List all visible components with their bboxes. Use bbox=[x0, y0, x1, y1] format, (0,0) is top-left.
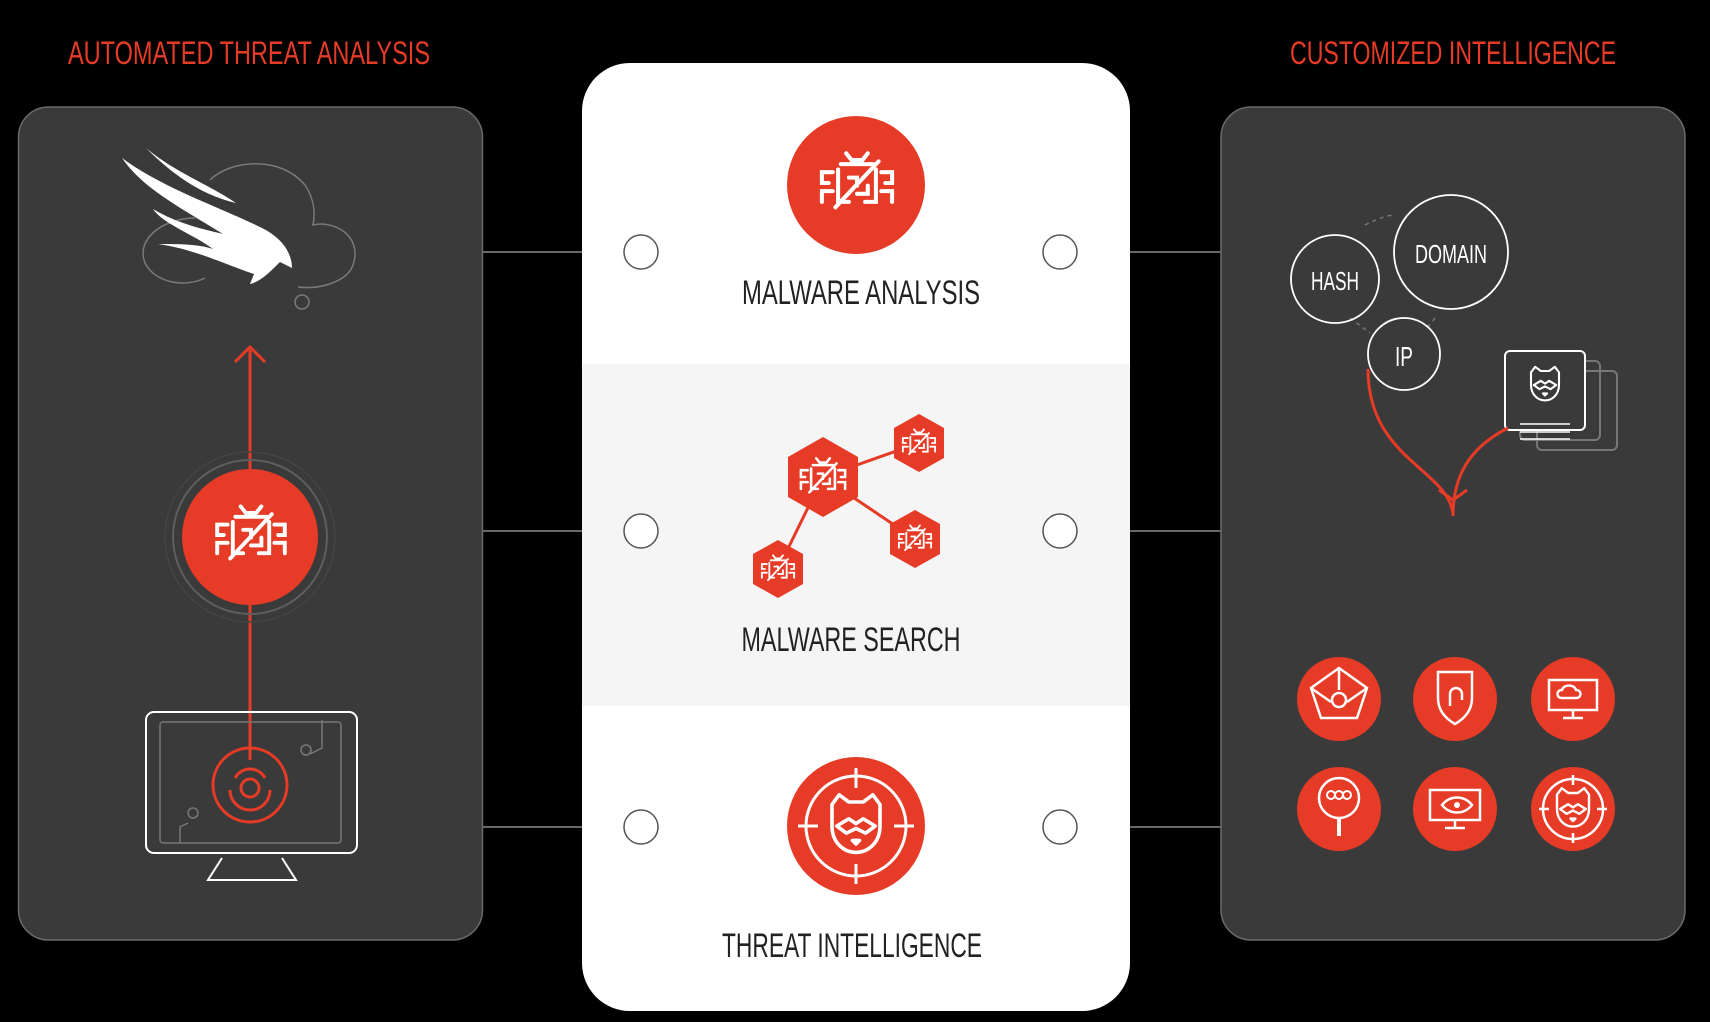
malware-analysis-section: MALWARE ANALYSIS bbox=[742, 116, 980, 312]
fingerprint-shield-icon bbox=[1413, 657, 1497, 741]
threat-intelligence-label: THREAT INTELLIGENCE bbox=[722, 927, 982, 965]
ip-label: IP bbox=[1395, 341, 1413, 372]
eye-monitor-icon bbox=[1413, 767, 1497, 851]
hash-indicator: HASH bbox=[1290, 234, 1380, 324]
malware-hex-icon bbox=[788, 437, 858, 517]
malware-hex-icon bbox=[894, 414, 944, 472]
right-panel: HASH DOMAIN IP bbox=[1220, 106, 1686, 941]
monitor-icon bbox=[145, 711, 358, 881]
intelligence-outputs bbox=[1297, 657, 1615, 851]
malware-analysis-node-icon bbox=[182, 469, 318, 605]
cloud-monitor-icon bbox=[1531, 657, 1615, 741]
malware-search-label: MALWARE SEARCH bbox=[742, 621, 961, 659]
network-analysis-icon bbox=[1297, 657, 1381, 741]
connector-node bbox=[623, 809, 659, 845]
malware-hex-icon bbox=[753, 540, 803, 598]
group-search-icon bbox=[1297, 767, 1381, 851]
center-panel: MALWARE ANALYSIS MALWARE SEARCH THREAT I… bbox=[582, 63, 1130, 1011]
threat-intelligence-section: THREAT INTELLIGENCE bbox=[722, 757, 982, 965]
left-panel bbox=[17, 106, 484, 941]
right-panel-title: CUSTOMIZED INTELLIGENCE bbox=[1290, 35, 1616, 71]
hash-label: HASH bbox=[1311, 266, 1359, 296]
domain-label: DOMAIN bbox=[1415, 239, 1487, 269]
connector-node bbox=[623, 234, 659, 270]
merge-arrow bbox=[1366, 368, 1509, 517]
malware-hex-icon bbox=[890, 510, 940, 568]
malware-analysis-label: MALWARE ANALYSIS bbox=[742, 274, 980, 312]
connector-node bbox=[1042, 234, 1078, 270]
left-panel-title: AUTOMATED THREAT ANALYSIS bbox=[68, 35, 430, 71]
domain-indicator: DOMAIN bbox=[1393, 194, 1509, 310]
ip-indicator: IP bbox=[1367, 317, 1441, 391]
connector-node bbox=[1042, 809, 1078, 845]
malware-search-section: MALWARE SEARCH bbox=[742, 414, 961, 659]
connector-node bbox=[1042, 513, 1078, 549]
falcon-logo-icon bbox=[122, 148, 292, 284]
connector-node bbox=[623, 513, 659, 549]
adversary-target-icon bbox=[1531, 767, 1615, 851]
report-document-icon bbox=[1504, 350, 1618, 451]
